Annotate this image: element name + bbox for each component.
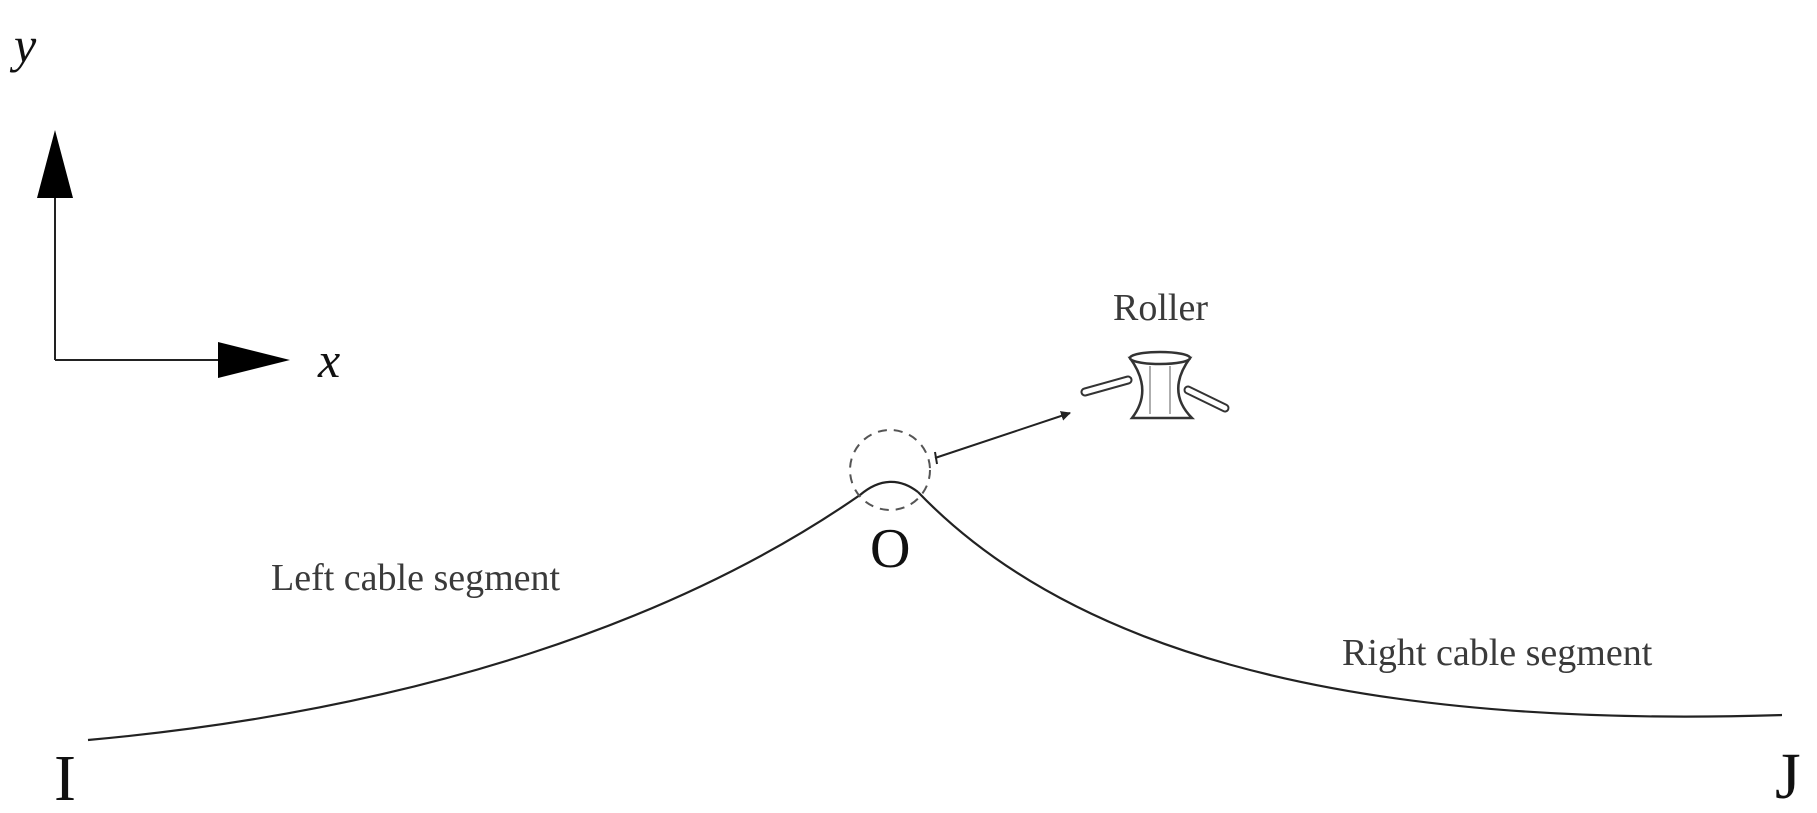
- point-o-label: O: [870, 518, 910, 580]
- cable: [87, 480, 1783, 742]
- right-cable-segment-label: Right cable segment: [1342, 632, 1653, 674]
- apex-roller-outline: [849, 429, 931, 511]
- x-axis-arrowhead: [218, 342, 290, 378]
- roller-label: Roller: [1113, 287, 1208, 329]
- roller-pointer-tick: [934, 451, 938, 465]
- point-j-label: J: [1775, 740, 1801, 813]
- y-axis-arrowhead: [37, 130, 73, 198]
- x-axis-label: x: [317, 332, 340, 388]
- roller-icon: [1080, 350, 1230, 420]
- left-cable-segment-label: Left cable segment: [271, 557, 561, 599]
- right-cable-segment: [917, 491, 1783, 718]
- point-i-label: I: [54, 742, 76, 813]
- coordinate-axes: y x: [9, 17, 340, 388]
- y-axis-label: y: [9, 17, 37, 73]
- roller-pointer-arrow: [934, 411, 1071, 459]
- left-cable-segment: [87, 480, 919, 742]
